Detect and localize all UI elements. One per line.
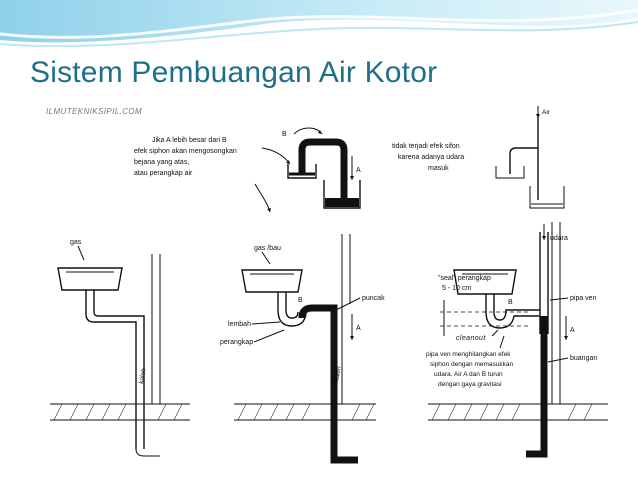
panel2-puncak-label: puncak — [362, 295, 385, 302]
top-left-note: Jika A lebih besar dari B efek siphon ak… — [134, 137, 237, 177]
mark-a-panel3: A — [570, 327, 575, 334]
mark-a-panel2: A — [356, 325, 361, 332]
panel3-udara-label: udara — [550, 235, 568, 242]
decorative-wave-banner — [0, 0, 638, 48]
mark-b-top: B — [282, 131, 287, 138]
panel1-pipe-label: kaleh — [138, 367, 148, 384]
top-left-note-line-4: atau perangkap air — [134, 170, 193, 177]
mark-air: Air — [542, 109, 551, 116]
mark-b-panel3: B — [508, 299, 513, 306]
top-right-note: tidak terjadi efek sifon karena adanya u… — [392, 143, 464, 172]
panel-3: udara B "seal" perangkap 5 - 10 cm clean… — [426, 222, 608, 458]
top-left-note-line-2: efek siphon akan mengosongkan — [134, 148, 237, 155]
trap-diagram-svg: ILMUTEKNIKSIPIL.COM Jika A lebih besar d… — [46, 106, 608, 464]
panel3-note-line-3: udara. Air A dan B turun — [434, 371, 503, 378]
panel3-note-line-4: dengan gaya gravitasi — [438, 381, 502, 388]
vented-siphon-sketch: Air — [495, 106, 565, 209]
top-left-note-line-3: bejana yang atas, — [134, 159, 189, 166]
top-right-note-line-1: tidak terjadi efek sifon — [392, 143, 460, 150]
sewer-trap-diagram: ILMUTEKNIKSIPIL.COM Jika A lebih besar d… — [40, 104, 610, 474]
panel3-pipa-ven-label: pipa ven — [570, 295, 597, 302]
note-arrow-2 — [254, 183, 271, 213]
note-arrow-1 — [261, 147, 291, 165]
panel3-cleanout-label: cleanout — [456, 335, 486, 342]
panel2-gas-label: gas /bau — [254, 245, 281, 252]
panel3-note-line-1: pipa ven menghilangkan efek — [426, 351, 511, 358]
panel-2: gas /bau B A kaleh puncak lembah perangk… — [220, 234, 385, 464]
mark-a-top: A — [356, 167, 361, 174]
panel3-buangan-label: buangan — [570, 355, 597, 362]
top-right-note-line-2: karena adanya udara — [398, 154, 464, 161]
top-left-note-line-1: Jika A lebih besar dari B — [152, 137, 227, 144]
panel2-perangkap-label: perangkap — [220, 339, 253, 346]
top-right-note-line-3: masuk — [428, 165, 449, 172]
watermark-text: ILMUTEKNIKSIPIL.COM — [46, 107, 142, 116]
panel2-lembah-label: lembah — [228, 321, 251, 328]
panel1-gas-label: gas — [70, 239, 82, 246]
panel2-pipe-label: kaleh — [333, 365, 343, 382]
panel-1: gas kaleh — [50, 239, 190, 457]
siphon-sketch: B A — [282, 127, 361, 209]
panel3-note-line-2: siphon dengan memasukkan — [430, 361, 513, 368]
panel3-seal-size: 5 - 10 cm — [442, 285, 471, 292]
slide-title: Sistem Pembuangan Air Kotor — [30, 56, 438, 89]
mark-b-panel2: B — [298, 297, 303, 304]
panel3-seal-label: "seal" perangkap — [438, 275, 491, 282]
